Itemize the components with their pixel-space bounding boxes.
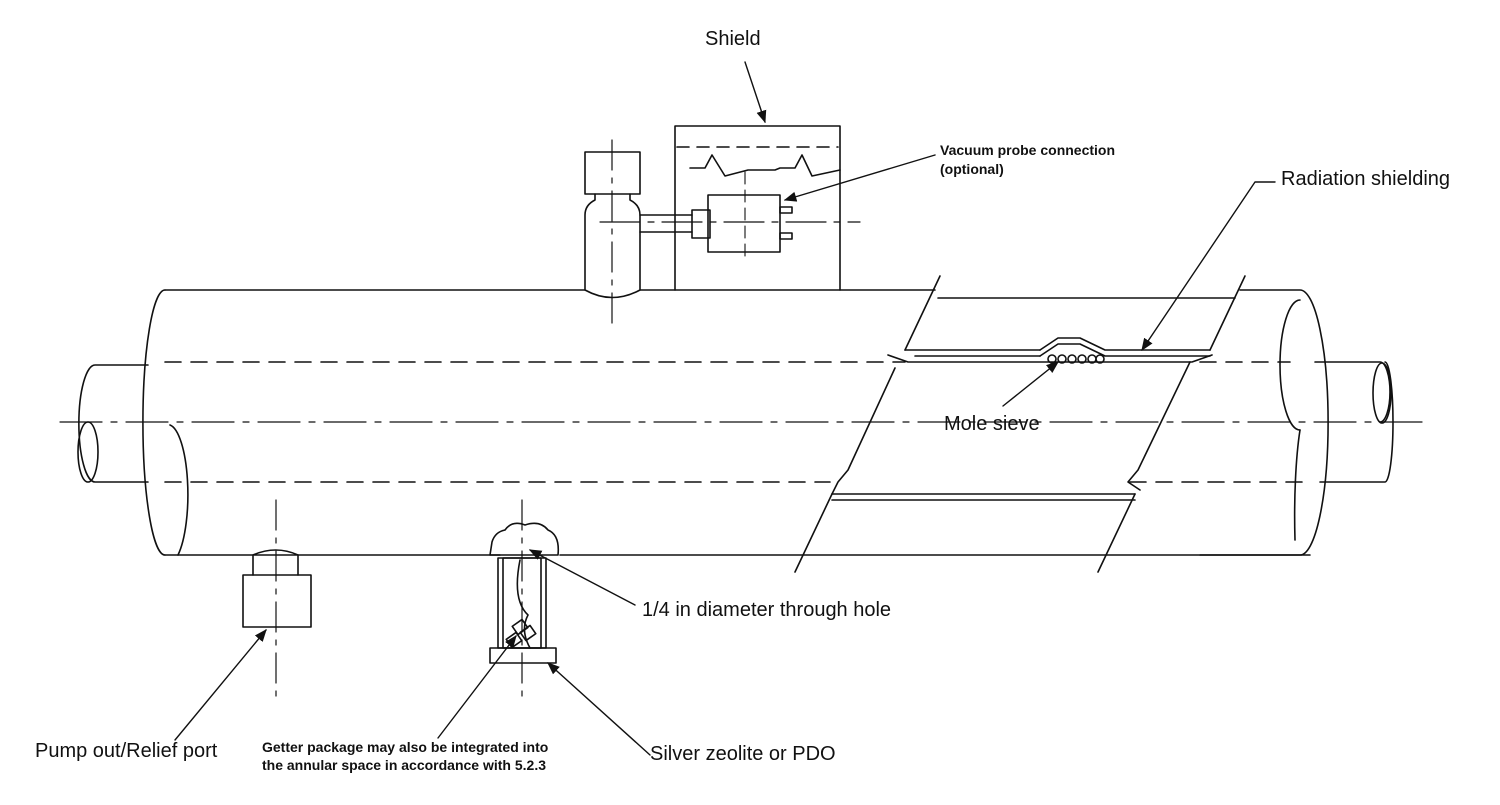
radiation-shielding-label: Radiation shielding (1281, 168, 1451, 190)
shield-box (599, 125, 861, 291)
vacuum-probe-leader (783, 154, 936, 202)
shield-leader (744, 61, 767, 124)
hidden-lines (59, 361, 1426, 483)
radiation-shielding-leader (1141, 181, 1276, 352)
vacuum-probe-label-line2: (optional) (940, 161, 1004, 177)
silver-zeolite-leader (547, 662, 651, 756)
getter-canister (489, 499, 560, 701)
through-hole-label: 1/4 in diameter through hole (642, 599, 892, 621)
getter-leader (437, 634, 517, 739)
inner-pipe (77, 361, 1394, 483)
pump-out-label: Pump out/Relief port (35, 740, 218, 762)
getter-note-line2: the annular space in accordance with 5.2… (262, 757, 546, 773)
shield-label: Shield (705, 28, 761, 50)
pump-out-port (242, 499, 312, 701)
vacuum-valve (584, 139, 641, 326)
through-hole-leader (528, 549, 636, 606)
pump-out-leader (174, 629, 267, 741)
getter-note-line1: Getter package may also be integrated in… (262, 739, 549, 755)
leader-lines (174, 61, 1276, 756)
mole-sieve-label: Mole sieve (944, 413, 1040, 435)
silver-zeolite-label: Silver zeolite or PDO (650, 743, 836, 765)
mole-sieve-leader (1002, 361, 1059, 407)
mole-sieve-beads (1047, 354, 1105, 364)
vacuum-probe-label-line1: Vacuum probe connection (940, 142, 1116, 158)
